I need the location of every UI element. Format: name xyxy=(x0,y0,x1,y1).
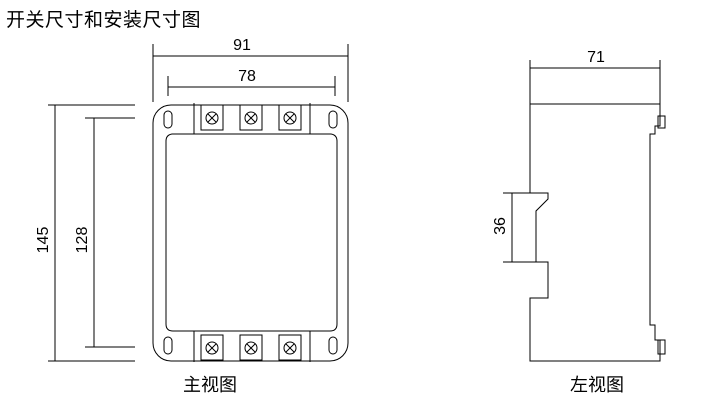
front-housing xyxy=(152,104,349,362)
terminal-screw-icon xyxy=(244,111,258,125)
bottom-right-mount-slot xyxy=(328,336,338,355)
label-overall-height: 145 xyxy=(35,227,52,254)
bottom-terminal-block xyxy=(193,331,311,362)
label-mount-width: 78 xyxy=(238,68,256,85)
top-terminal-block xyxy=(193,103,311,134)
terminal-screw-icon xyxy=(283,111,297,125)
terminal-screw-icon xyxy=(244,341,258,355)
label-depth: 71 xyxy=(587,49,605,66)
label-overall-width: 91 xyxy=(233,37,251,54)
dimension-overall-width xyxy=(152,44,349,102)
side-profile xyxy=(529,103,661,362)
top-left-mount-slot xyxy=(163,110,173,129)
label-mount-height: 128 xyxy=(74,227,91,254)
bottom-side-tab xyxy=(657,339,666,355)
dimension-mount-height xyxy=(85,117,135,348)
top-side-tab xyxy=(657,115,666,129)
front-view xyxy=(48,44,349,362)
side-view xyxy=(503,60,666,362)
dimension-depth xyxy=(529,60,661,104)
front-view-caption: 主视图 xyxy=(183,375,237,395)
diagram-title: 开关尺寸和安装尺寸图 xyxy=(6,9,202,31)
side-view-caption: 左视图 xyxy=(570,375,624,395)
bottom-left-mount-slot xyxy=(163,336,173,355)
terminal-screw-icon xyxy=(283,341,297,355)
dimension-mount-width xyxy=(167,76,336,96)
dimension-overall-height xyxy=(48,104,135,362)
label-rail: 36 xyxy=(492,217,509,235)
terminal-screw-icon xyxy=(205,341,219,355)
terminal-screw-icon xyxy=(205,111,219,125)
dimension-rail xyxy=(503,192,536,263)
top-right-mount-slot xyxy=(328,110,338,129)
front-body xyxy=(165,133,338,332)
